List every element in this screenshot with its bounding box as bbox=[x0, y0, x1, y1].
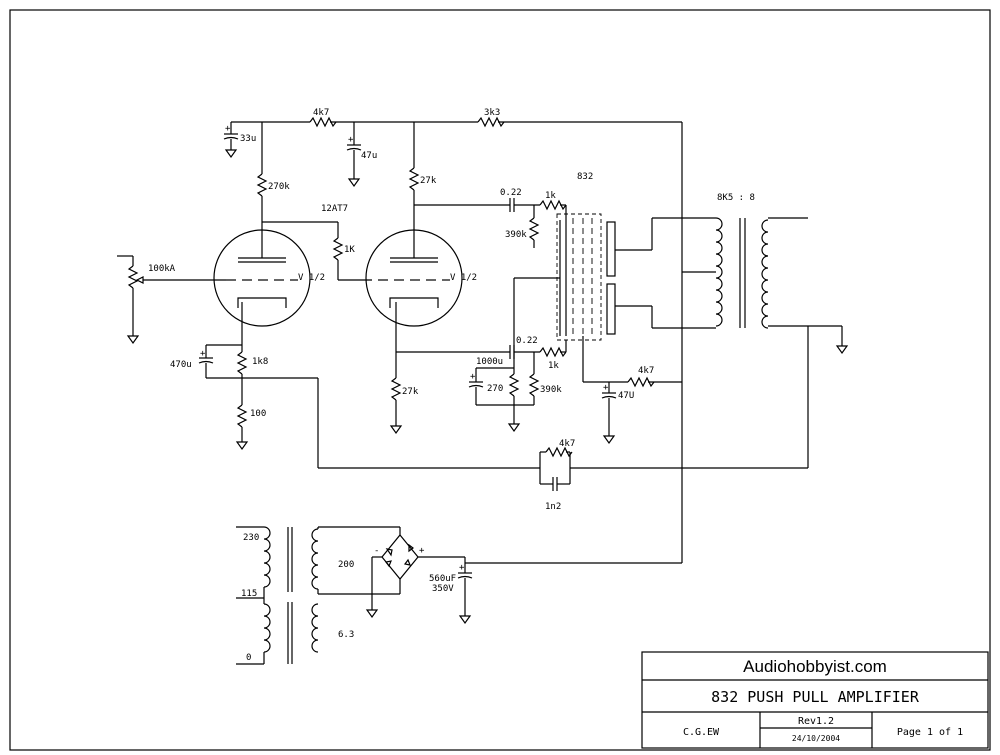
label-r-270: 270 bbox=[487, 384, 503, 394]
title-block-title: 832 PUSH PULL AMPLIFIER bbox=[711, 688, 920, 706]
title-block-date: 24/10/2004 bbox=[792, 734, 840, 743]
tube-832 bbox=[556, 213, 616, 382]
label-r-4k7-screen: 4k7 bbox=[638, 366, 654, 376]
title-block-author: C.G.EW bbox=[683, 727, 720, 738]
phase-splitter-cathode-output bbox=[396, 340, 567, 405]
b-plus-rail bbox=[231, 116, 683, 563]
label-r-390k-top: 390k bbox=[505, 230, 527, 240]
cap-33u: + bbox=[223, 122, 239, 158]
label-c-470u: 470u bbox=[170, 360, 192, 370]
label-c-022-bot: 0.22 bbox=[516, 336, 538, 346]
label-tube-12at7: 12AT7 bbox=[321, 204, 348, 214]
page-border bbox=[9, 9, 991, 751]
screen-supply: + bbox=[583, 376, 682, 444]
bridge-rectifier: + bbox=[366, 527, 682, 624]
label-r-1k8: 1k8 bbox=[252, 357, 268, 367]
label-tube-832: 832 bbox=[577, 172, 593, 182]
svg-text:+: + bbox=[348, 135, 354, 145]
label-c-47u-screen: 47U bbox=[618, 391, 634, 401]
label-r-3k3: 3k3 bbox=[484, 108, 500, 118]
svg-text:+: + bbox=[200, 349, 206, 359]
svg-text:+: + bbox=[603, 383, 609, 393]
label-c-47u: 47u bbox=[361, 151, 377, 161]
label-r-1k-bot: 1k bbox=[548, 361, 559, 371]
power-transformer bbox=[236, 526, 400, 665]
label-pot-100ka: 100kA bbox=[148, 264, 176, 274]
label-pt-6-3: 6.3 bbox=[338, 630, 354, 640]
label-pt-230: 230 bbox=[243, 533, 259, 543]
resistor-27k-top bbox=[408, 122, 420, 243]
label-c-33u: 33u bbox=[240, 134, 256, 144]
resistor-270k bbox=[256, 122, 268, 243]
label-r-1k-coupling: 1K bbox=[344, 245, 355, 255]
label-v2-half: V 1/2 bbox=[450, 273, 477, 283]
label-c-560uf: 560uF bbox=[429, 574, 456, 584]
label-r-270k: 270k bbox=[268, 182, 290, 192]
svg-text:+: + bbox=[470, 372, 476, 382]
triode-v2 bbox=[365, 229, 463, 352]
cap-47u: + bbox=[346, 122, 362, 187]
label-pt-200: 200 bbox=[338, 560, 354, 570]
label-r-100: 100 bbox=[250, 409, 266, 419]
label-r-27k-top: 27k bbox=[420, 176, 437, 186]
label-pt-115: 115 bbox=[241, 589, 257, 599]
bias-network-832: + bbox=[468, 277, 560, 432]
label-c-022-top: 0.22 bbox=[500, 188, 522, 198]
svg-text:+: + bbox=[459, 563, 465, 573]
title-block-revision: Rev1.2 bbox=[798, 716, 834, 727]
title-block-page: Page 1 of 1 bbox=[897, 727, 963, 738]
label-ot-ratio: 8K5 : 8 bbox=[717, 193, 755, 203]
label-r-4k7-top: 4k7 bbox=[313, 108, 329, 118]
resistor-27k-bot bbox=[390, 352, 402, 434]
label-c-1000u: 1000u bbox=[476, 357, 503, 367]
label-bridge-minus: - bbox=[374, 546, 379, 556]
resistor-1k-coupling bbox=[262, 221, 372, 281]
feedback-network bbox=[318, 446, 808, 491]
label-r-27k-bot: 27k bbox=[402, 387, 419, 397]
label-v1-half: V 1/2 bbox=[298, 273, 325, 283]
label-r-1k-top: 1k bbox=[545, 191, 556, 201]
svg-text:+: + bbox=[225, 124, 231, 134]
phase-splitter-plate-output bbox=[414, 198, 567, 248]
triode-v1 bbox=[213, 229, 311, 345]
output-transformer bbox=[715, 217, 848, 468]
label-r-390k-bot: 390k bbox=[540, 385, 562, 395]
plate-wiring bbox=[615, 217, 716, 329]
label-r-4k7-fb: 4k7 bbox=[559, 439, 575, 449]
label-c-350v: 350V bbox=[432, 584, 454, 594]
cathode-network-v1: + bbox=[198, 344, 319, 468]
label-pt-0: 0 bbox=[246, 653, 251, 663]
title-block-site: Audiohobbyist.com bbox=[743, 657, 887, 676]
potentiometer-100ka bbox=[117, 255, 226, 344]
label-c-1n2: 1n2 bbox=[545, 502, 561, 512]
title-block bbox=[641, 651, 989, 749]
label-bridge-plus: + bbox=[419, 546, 425, 556]
